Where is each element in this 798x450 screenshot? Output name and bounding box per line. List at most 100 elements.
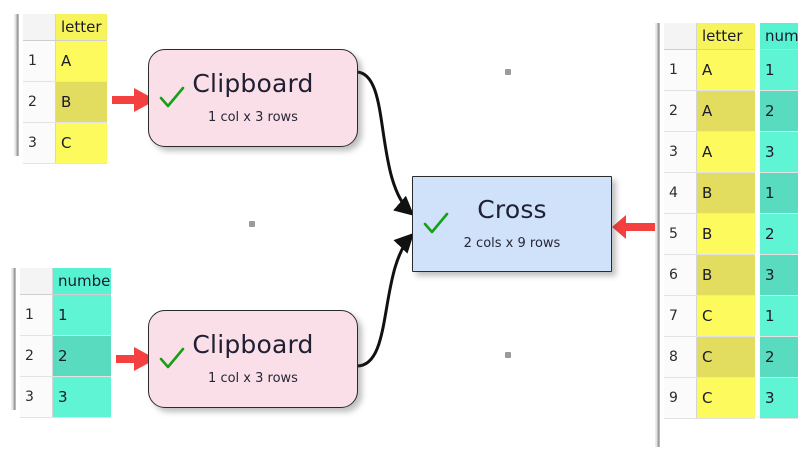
spacer-cell — [755, 131, 760, 173]
row-number: 3 — [664, 131, 697, 173]
node-cross[interactable]: Cross 2 cols x 9 rows — [412, 176, 612, 272]
cell-letter[interactable]: C — [696, 377, 755, 419]
node-subtitle: 2 cols x 9 rows — [463, 236, 561, 252]
cell-number[interactable]: 3 — [760, 131, 798, 173]
table-row[interactable]: 1 A — [23, 40, 112, 82]
table-row[interactable]: 3 3 — [20, 376, 116, 418]
spacer-cell — [755, 90, 760, 132]
canvas-dot — [249, 221, 255, 227]
node-title: Clipboard — [192, 68, 314, 98]
row-number: 3 — [23, 122, 56, 164]
cell-number[interactable]: 2 — [52, 335, 111, 377]
column-header-number[interactable]: number — [760, 23, 798, 50]
red-arrow-result-to-cross — [612, 213, 674, 241]
row-number: 4 — [664, 172, 697, 214]
letter-source-table[interactable]: letter 1 A 2 B 3 C — [14, 14, 112, 164]
node-subtitle: 1 col x 3 rows — [208, 371, 298, 387]
node-title: Clipboard — [192, 329, 314, 359]
spacer-cell — [107, 122, 112, 164]
spacer-cell — [107, 81, 112, 123]
connector-clipboard-bottom-to-cross — [356, 232, 415, 368]
cell-number[interactable]: 3 — [760, 377, 798, 419]
row-number: 1 — [23, 40, 56, 82]
cell-letter[interactable]: A — [696, 90, 755, 132]
cell-number[interactable]: 3 — [52, 376, 111, 418]
spacer-cell — [111, 376, 116, 418]
spacer-cell — [755, 49, 760, 91]
number-source-table[interactable]: number 1 1 2 2 3 3 — [11, 268, 116, 418]
cell-number[interactable]: 1 — [760, 295, 798, 337]
spacer-cell — [755, 377, 760, 419]
table-row[interactable]: 1 1 — [20, 294, 116, 336]
rownum-header — [23, 14, 56, 41]
row-number: 3 — [20, 376, 53, 418]
row-number: 2 — [664, 90, 697, 132]
row-number: 7 — [664, 295, 697, 337]
canvas-dot — [505, 352, 511, 358]
cell-letter[interactable]: B — [696, 172, 755, 214]
spacer-cell — [755, 295, 760, 337]
row-number: 2 — [23, 81, 56, 123]
cell-number[interactable]: 1 — [52, 294, 111, 336]
cell-number[interactable]: 2 — [760, 90, 798, 132]
valid-check-icon — [421, 209, 451, 239]
spacer-cell — [111, 294, 116, 336]
node-clipboard-top[interactable]: Clipboard 1 col x 3 rows — [148, 49, 358, 147]
cell-number[interactable]: 2 — [760, 336, 798, 378]
spacer-cell — [111, 268, 116, 295]
cross-result-table[interactable]: letter number 1A12A23A34B15B26B37C18C29C… — [655, 23, 798, 447]
valid-check-icon — [157, 344, 187, 374]
column-header-letter[interactable]: letter — [696, 23, 755, 50]
node-clipboard-bottom[interactable]: Clipboard 1 col x 3 rows — [148, 310, 358, 408]
spacer-cell — [755, 23, 760, 50]
red-arrow-number-to-clipboard — [86, 345, 158, 373]
row-number: 9 — [664, 377, 697, 419]
row-number: 1 — [20, 294, 53, 336]
spacer-cell — [755, 172, 760, 214]
table-header-row: letter — [23, 14, 112, 41]
cell-letter[interactable]: C — [55, 122, 107, 164]
cell-letter[interactable]: C — [696, 336, 755, 378]
row-number: 1 — [664, 49, 697, 91]
cell-letter[interactable]: C — [696, 295, 755, 337]
node-subtitle: 1 col x 3 rows — [208, 110, 298, 126]
cell-number[interactable]: 2 — [760, 213, 798, 255]
table-row[interactable]: 2 B — [23, 81, 112, 123]
table-scrollbar[interactable] — [14, 14, 19, 156]
canvas-dot — [505, 69, 511, 75]
cell-letter[interactable]: B — [55, 81, 107, 123]
connector-clipboard-top-to-cross — [356, 70, 415, 216]
cell-letter[interactable]: A — [696, 49, 755, 91]
table-row[interactable]: 2 2 — [20, 335, 116, 377]
column-header-letter[interactable]: letter — [55, 14, 107, 41]
cell-letter[interactable]: A — [55, 40, 107, 82]
cell-number[interactable]: 1 — [760, 172, 798, 214]
spacer-cell — [111, 335, 116, 377]
cell-letter[interactable]: B — [696, 254, 755, 296]
table-header-row: letter number — [664, 23, 798, 50]
spacer-cell — [107, 14, 112, 41]
cell-letter[interactable]: B — [696, 213, 755, 255]
spacer-cell — [755, 254, 760, 296]
cell-number[interactable]: 1 — [760, 49, 798, 91]
spacer-cell — [755, 336, 760, 378]
table-scrollbar[interactable] — [11, 268, 16, 410]
cell-number[interactable]: 3 — [760, 254, 798, 296]
row-number: 2 — [20, 335, 53, 377]
column-header-number[interactable]: number — [52, 268, 111, 295]
table-scrollbar[interactable] — [655, 23, 660, 447]
valid-check-icon — [157, 83, 187, 113]
cell-letter[interactable]: A — [696, 131, 755, 173]
table-row[interactable]: 3 C — [23, 122, 112, 164]
